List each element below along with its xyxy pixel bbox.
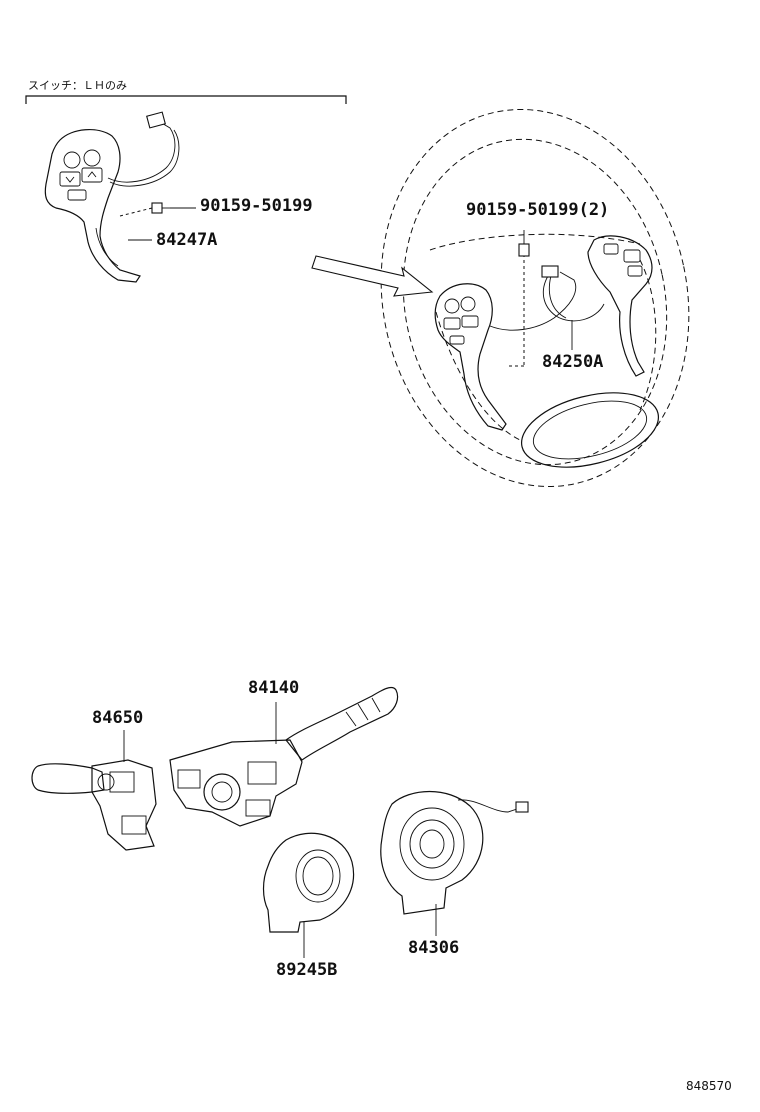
combination-switch-drawing: [169, 686, 399, 827]
part-label-spiral-cable[interactable]: 84306: [408, 938, 460, 958]
part-label-combination-switch[interactable]: 84140: [248, 678, 300, 698]
part-label-screw-left[interactable]: 90159-50199: [200, 196, 313, 216]
wiper-switch-drawing: [31, 730, 157, 851]
inset-bracket: [25, 95, 347, 104]
steering-wheel-drawing: [380, 108, 690, 488]
part-label-screw-right[interactable]: 90159-50199(2): [466, 200, 610, 220]
variant-note: スイッチ：ＬＨのみ: [28, 79, 127, 92]
part-label-switch-right[interactable]: 84250A: [542, 352, 604, 372]
pointer-arrow: [311, 255, 434, 297]
spiral-cable-drawing: [380, 790, 529, 936]
part-label-sensor[interactable]: 89245B: [276, 960, 338, 980]
part-label-wiper-switch[interactable]: 84650: [92, 708, 144, 728]
steering-sensor-drawing: [262, 832, 354, 958]
drawing-number: 848570: [686, 1079, 732, 1093]
part-label-switch-left[interactable]: 84247A: [156, 230, 218, 250]
left-steering-switch-drawing: [44, 111, 196, 283]
